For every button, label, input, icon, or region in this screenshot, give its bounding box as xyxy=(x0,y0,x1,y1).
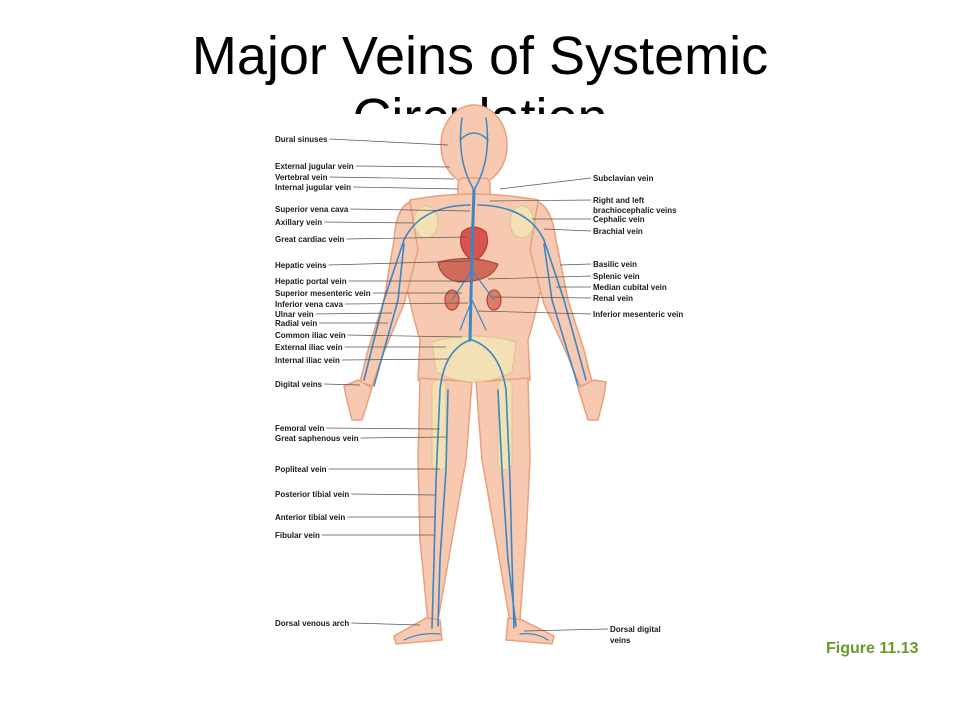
head xyxy=(440,104,508,186)
label-left-8: Hepatic portal vein xyxy=(275,277,347,286)
leader-left-6 xyxy=(346,236,467,240)
vena-cava xyxy=(468,188,476,342)
leader-left-11 xyxy=(315,312,393,315)
leader-right-5 xyxy=(559,263,592,266)
right-leg-vein xyxy=(471,339,517,629)
slide-title: Major Veins of Systemic xyxy=(191,26,769,86)
label-left-19: Popliteal vein xyxy=(275,465,327,474)
label-right-9: Inferior mesenteric vein xyxy=(593,310,683,319)
leader-left-7 xyxy=(328,260,471,266)
leader-right-6 xyxy=(487,275,592,280)
leader-left-17 xyxy=(326,427,441,430)
body-illustration xyxy=(343,104,607,645)
leader-left-13 xyxy=(347,334,463,338)
label-left-10: Inferior vena cava xyxy=(275,300,344,309)
label-right-5: Basilic vein xyxy=(593,260,637,269)
leader-left-20 xyxy=(351,493,437,496)
leader-left-18 xyxy=(360,436,447,439)
label-right-4: Brachial vein xyxy=(593,227,643,236)
abdominal-veins xyxy=(451,269,495,331)
label-left-17: Femoral vein xyxy=(275,424,324,433)
label-right-10: Dorsal digital xyxy=(610,625,661,634)
leader-right-10 xyxy=(523,628,609,632)
liver xyxy=(437,258,499,283)
label-left-6: Great cardiac vein xyxy=(275,235,344,244)
skeleton-hints xyxy=(413,205,535,471)
label-left-2: Vertebral vein xyxy=(275,173,328,182)
label-right-0: Subclavian vein xyxy=(593,174,654,183)
leader-right-8 xyxy=(493,296,592,299)
label-left-15: Internal iliac vein xyxy=(275,356,340,365)
left-leg-vein xyxy=(431,339,471,629)
left-hand xyxy=(343,379,373,421)
foot-veins xyxy=(403,633,549,641)
leader-right-4 xyxy=(543,228,592,232)
right-arm xyxy=(529,200,593,387)
torso xyxy=(399,193,549,381)
label-left-7: Hepatic veins xyxy=(275,261,327,270)
leader-left-2 xyxy=(329,176,455,180)
left-foot xyxy=(393,617,443,645)
label-left-14: External iliac vein xyxy=(275,343,343,352)
label-left-18: Great saphenous vein xyxy=(275,434,359,443)
label-left-3: Internal jugular vein xyxy=(275,183,351,192)
label-left-12: Radial vein xyxy=(275,319,317,328)
leader-left-1 xyxy=(355,165,451,168)
label-left-9: Superior mesenteric vein xyxy=(275,289,371,298)
leader-left-15 xyxy=(341,358,449,361)
label-right-7: Median cubital vein xyxy=(593,283,667,292)
label-left-11: Ulnar vein xyxy=(275,310,314,319)
label-left-4: Superior vena cava xyxy=(275,205,349,214)
leader-right-9 xyxy=(477,310,592,315)
label-left-21: Anterior tibial vein xyxy=(275,513,345,522)
head-veins xyxy=(459,117,489,191)
label-left-22: Fibular vein xyxy=(275,531,320,540)
leader-left-4 xyxy=(350,208,471,212)
label-left-5: Axillary vein xyxy=(275,218,322,227)
label-right-6: Splenic vein xyxy=(593,272,640,281)
right-hand xyxy=(577,379,607,421)
organs xyxy=(437,226,502,311)
label-right-11: veins xyxy=(610,636,631,645)
leader-left-16 xyxy=(324,383,361,386)
label-left-1: External jugular vein xyxy=(275,162,354,171)
veins xyxy=(363,117,587,641)
leader-left-5 xyxy=(324,221,415,224)
leader-left-23 xyxy=(351,622,421,626)
right-arm-vein xyxy=(477,204,587,387)
label-right-8: Renal vein xyxy=(593,294,633,303)
leader-left-10 xyxy=(345,302,469,305)
label-left-16: Digital veins xyxy=(275,380,323,389)
label-left-20: Posterior tibial vein xyxy=(275,490,349,499)
leader-lines xyxy=(315,138,609,632)
leader-right-1 xyxy=(489,199,592,202)
label-right-1: Right and left xyxy=(593,196,644,205)
figure-label: Figure 11.13 xyxy=(826,640,919,657)
label-right-2: brachiocephalic veins xyxy=(593,206,677,215)
label-left-0: Dural sinuses xyxy=(275,135,328,144)
label-left-23: Dorsal venous arch xyxy=(275,619,349,628)
label-right-3: Cephalic vein xyxy=(593,215,645,224)
leader-left-3 xyxy=(353,186,459,190)
leader-right-0 xyxy=(499,177,592,190)
leader-left-0 xyxy=(329,138,449,146)
label-left-13: Common iliac vein xyxy=(275,331,346,340)
right-scapula xyxy=(509,205,535,239)
